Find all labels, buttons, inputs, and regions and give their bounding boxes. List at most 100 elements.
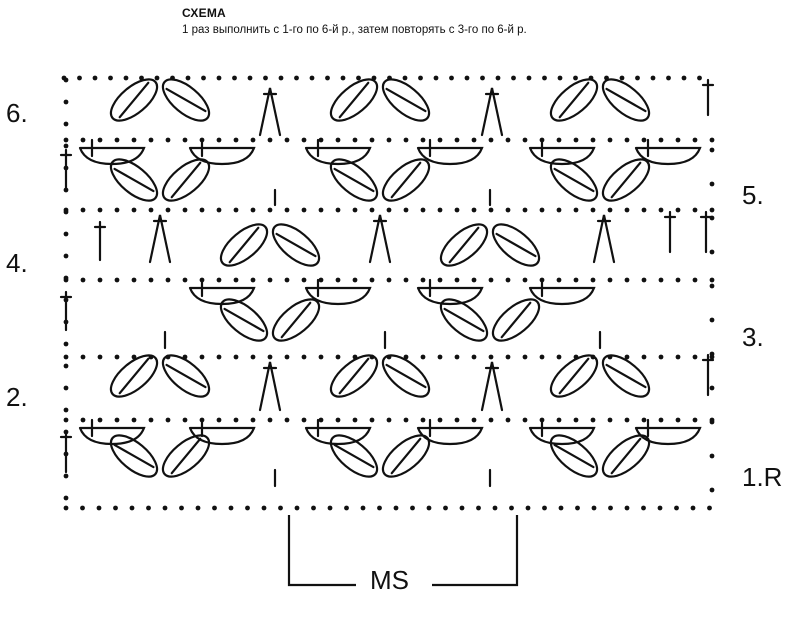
puff-outline <box>491 223 541 267</box>
puff-outline <box>161 434 211 478</box>
puff-outline <box>601 158 651 202</box>
chain-dot <box>522 277 528 283</box>
chain-dot <box>154 75 160 81</box>
chain-dot <box>539 354 545 360</box>
chain-dot <box>129 505 135 511</box>
chain-dot <box>63 253 69 259</box>
chain-dot <box>325 75 330 81</box>
shell-stitch-icon <box>304 418 372 446</box>
chain-dot <box>199 207 205 213</box>
row-label-3: 3. <box>742 322 764 352</box>
chain-dot <box>301 207 307 213</box>
shell-stitch-icon <box>528 418 596 446</box>
puff-inner-line <box>558 357 590 395</box>
chain-dot <box>590 277 596 283</box>
chain-dot <box>525 505 531 511</box>
chain-dot <box>420 207 426 213</box>
chain-dot <box>356 75 361 81</box>
puff-stitch-icon <box>381 354 431 398</box>
chain-dot <box>97 137 103 143</box>
shell-stitch-icon <box>528 278 596 306</box>
chain-dot <box>369 207 375 213</box>
puff-inner-line <box>610 161 642 199</box>
chain-dot <box>247 75 253 81</box>
chain-dot <box>590 137 596 143</box>
chain-dot <box>658 207 664 213</box>
chain-dot <box>294 75 299 81</box>
chain-dot <box>335 354 341 360</box>
puff-stitch-icon <box>549 158 599 202</box>
chain-dot <box>709 419 715 425</box>
shell-curve <box>78 146 146 166</box>
chain-dot <box>245 505 250 511</box>
chain-dot <box>641 505 646 511</box>
chain-dot <box>542 505 547 511</box>
chain-dot <box>464 75 470 81</box>
puff-inner-line <box>333 167 375 193</box>
chain-dot <box>437 207 443 213</box>
puff-stitch-icon <box>161 434 211 478</box>
chain-dot <box>340 75 346 81</box>
shell-stitch-icon <box>188 418 256 446</box>
chain-dot <box>233 277 239 283</box>
shell-curve <box>416 286 484 306</box>
chain-dot <box>148 207 154 213</box>
puff-outline <box>161 78 211 122</box>
puff-inner-line <box>275 232 317 258</box>
chain-dot <box>96 505 102 511</box>
puff-inner-line <box>605 87 647 113</box>
shell-curve <box>188 426 256 446</box>
puff-outline <box>439 298 489 342</box>
chain-dot <box>539 207 545 213</box>
chain-dot <box>114 354 120 360</box>
chain-dot <box>131 354 137 360</box>
shell-curve <box>634 146 702 166</box>
chain-dot <box>692 354 698 360</box>
chain-dot <box>250 417 256 423</box>
chain-dot <box>480 75 485 81</box>
chain-dot <box>318 277 324 283</box>
chain-dot <box>386 137 392 143</box>
puff-stitch-icon <box>601 354 651 398</box>
double-crochet-icon <box>663 210 677 254</box>
chain-dot <box>692 137 698 143</box>
puff-inner-line <box>333 443 375 469</box>
cluster-stitch-icon <box>592 214 616 264</box>
chain-dot <box>216 354 222 360</box>
chain-dot <box>526 75 532 81</box>
chain-dot <box>454 417 460 423</box>
puff-outline <box>549 78 599 122</box>
chain-dot <box>522 207 528 213</box>
chain-dot <box>420 137 426 143</box>
chain-dot <box>558 505 564 511</box>
puff-outline <box>219 298 269 342</box>
chain-dot <box>301 417 307 423</box>
chain-dot <box>123 75 129 81</box>
row-label-2: 2. <box>6 382 28 412</box>
chain-dot <box>624 137 630 143</box>
shell-stitch-icon <box>634 418 702 446</box>
puff-outline <box>491 298 541 342</box>
chain-dot <box>92 75 98 81</box>
chain-dot <box>573 417 579 423</box>
chain-dot <box>522 137 528 143</box>
chain-dot <box>182 207 188 213</box>
chain-dot <box>556 277 562 283</box>
chain-dot <box>97 417 103 423</box>
cluster-legs <box>258 361 282 412</box>
chain-dot <box>267 277 273 283</box>
chain-dot <box>573 277 579 283</box>
shell-curve <box>416 426 484 446</box>
puff-inner-line <box>338 81 370 119</box>
puff-inner-line <box>385 87 427 113</box>
chain-dot <box>301 137 307 143</box>
chain-dot <box>624 277 630 283</box>
puff-stitch-icon <box>161 158 211 202</box>
chain-dot <box>675 137 681 143</box>
puff-inner-line <box>113 443 155 469</box>
puff-inner-line <box>223 307 265 333</box>
chain-dot <box>437 277 443 283</box>
chain-dot <box>675 277 681 283</box>
cluster-stitch-icon <box>480 361 504 412</box>
puff-outline <box>109 434 159 478</box>
